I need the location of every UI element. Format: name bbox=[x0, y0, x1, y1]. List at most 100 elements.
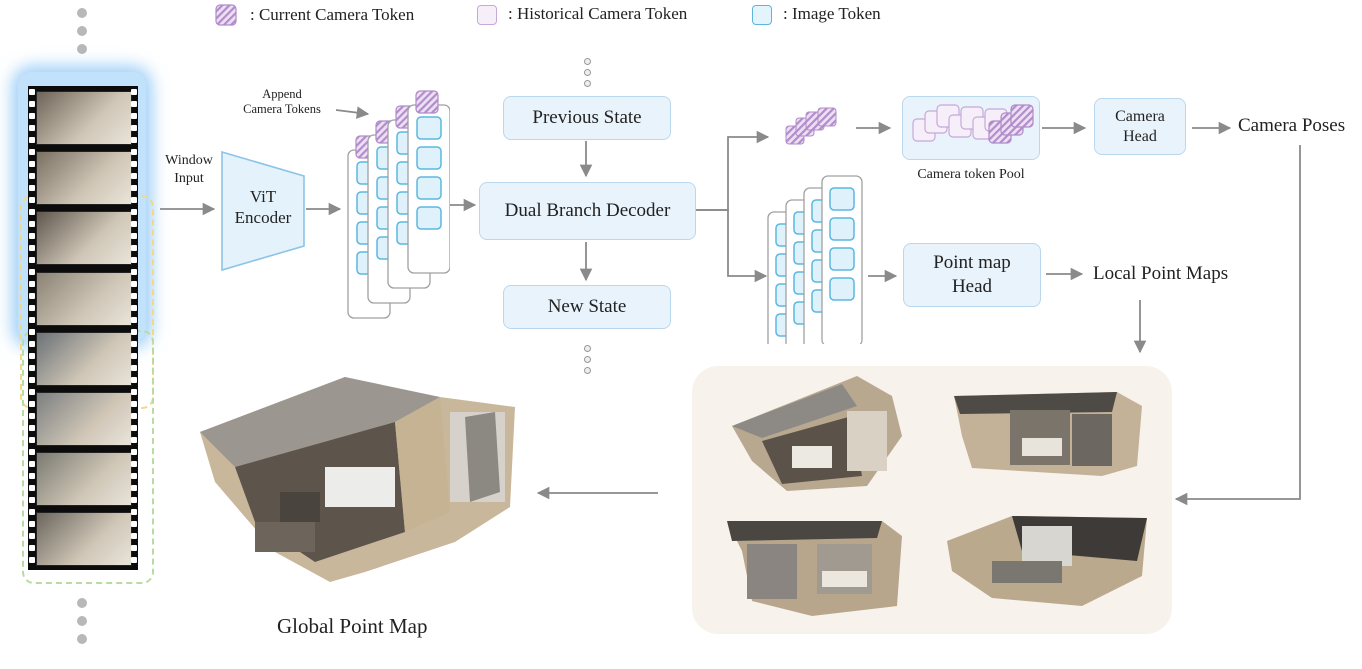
film-sprocket-hole bbox=[29, 197, 35, 203]
vit-label-line2: Encoder bbox=[234, 208, 292, 227]
film-sprocket-hole bbox=[29, 341, 35, 347]
film-sprocket-hole bbox=[131, 185, 137, 191]
local-point-maps-label: Local Point Maps bbox=[1093, 263, 1229, 284]
token-stack-decoder bbox=[767, 175, 863, 344]
append-line2: Camera Tokens bbox=[243, 102, 321, 116]
film-sprocket-hole bbox=[131, 305, 137, 311]
film-sprocket-hole bbox=[29, 461, 35, 467]
film-sprocket-hole bbox=[29, 221, 35, 227]
film-sprocket-hole bbox=[29, 497, 35, 503]
film-sprocket-hole bbox=[131, 485, 137, 491]
film-sprocket-hole bbox=[29, 173, 35, 179]
film-sprocket-hole bbox=[131, 209, 137, 215]
ellipsis-dot bbox=[77, 26, 87, 36]
window-input-label: Window Input bbox=[160, 152, 218, 188]
camera-head-line1: Camera bbox=[1115, 107, 1165, 125]
ellipsis-dot bbox=[584, 345, 591, 352]
new-state-box: New State bbox=[503, 285, 671, 329]
film-sprocket-hole bbox=[131, 221, 137, 227]
camera-head-line2: Head bbox=[1123, 127, 1157, 145]
film-sprocket-hole bbox=[29, 329, 35, 335]
ellipsis-dot bbox=[584, 69, 591, 76]
video-film-strip bbox=[28, 86, 138, 570]
film-sprocket-hole bbox=[131, 425, 137, 431]
film-sprocket-hole bbox=[29, 437, 35, 443]
film-sprocket-hole bbox=[131, 89, 137, 95]
film-sprocket-hole bbox=[29, 485, 35, 491]
film-sprocket-hole bbox=[29, 401, 35, 407]
film-sprocket-hole bbox=[131, 533, 137, 539]
point-map-head-line2: Head bbox=[951, 276, 993, 297]
film-sprocket-hole bbox=[131, 161, 137, 167]
film-sprocket-hole bbox=[131, 353, 137, 359]
ellipsis-dot bbox=[584, 356, 591, 363]
image-token bbox=[829, 247, 855, 271]
film-sprocket-hole bbox=[131, 245, 137, 251]
film-sprocket-hole bbox=[29, 125, 35, 131]
film-sprocket-hole bbox=[131, 545, 137, 551]
film-sprocket-hole bbox=[131, 113, 137, 119]
film-sprocket-hole bbox=[29, 161, 35, 167]
film-sprocket-hole bbox=[29, 473, 35, 479]
local-point-maps-panel bbox=[692, 366, 1172, 634]
film-sprocket-hole bbox=[131, 269, 137, 275]
ellipsis-dot bbox=[77, 8, 87, 18]
camera-token-pool-box bbox=[902, 96, 1040, 160]
video-frame bbox=[36, 91, 132, 145]
film-sprocket-hole bbox=[29, 245, 35, 251]
film-sprocket-hole bbox=[29, 557, 35, 563]
camera-token-pool-tokens bbox=[912, 104, 1034, 144]
local-point-map-4 bbox=[947, 516, 1147, 606]
film-sprocket-hole bbox=[131, 173, 137, 179]
image-token-swatch bbox=[752, 5, 772, 25]
vit-encoder-label: ViT Encoder bbox=[224, 186, 302, 228]
camera-head-box: Camera Head bbox=[1094, 98, 1186, 155]
film-sprocket-hole bbox=[29, 377, 35, 383]
legend-image-token-label: : Image Token bbox=[783, 4, 881, 23]
local-point-map-3 bbox=[727, 521, 902, 616]
image-token bbox=[829, 217, 855, 241]
local-point-map-2 bbox=[954, 392, 1142, 476]
vit-encoder-shape bbox=[221, 150, 305, 272]
film-sprocket-hole bbox=[29, 89, 35, 95]
film-sprocket-hole bbox=[131, 197, 137, 203]
camera-token bbox=[415, 90, 439, 114]
film-sprocket-hole bbox=[29, 365, 35, 371]
window-input-line2: Input bbox=[174, 171, 204, 186]
window-input-line1: Window bbox=[165, 153, 213, 168]
film-sprocket-hole bbox=[29, 413, 35, 419]
legend-current-camera-label: : Current Camera Token bbox=[250, 5, 415, 24]
video-frame bbox=[36, 211, 132, 266]
film-sprocket-hole bbox=[131, 101, 137, 107]
film-sprocket-hole bbox=[29, 269, 35, 275]
video-frame bbox=[36, 392, 132, 446]
camera-token-pool-label: Camera token Pool bbox=[917, 167, 1025, 182]
image-token bbox=[829, 187, 855, 211]
image-token bbox=[416, 146, 442, 170]
point-map-head-box: Point map Head bbox=[903, 243, 1041, 307]
film-sprocket-hole bbox=[131, 329, 137, 335]
film-sprocket-hole bbox=[29, 293, 35, 299]
film-sprocket-hole bbox=[131, 377, 137, 383]
image-token bbox=[416, 116, 442, 140]
film-sprocket-hole bbox=[131, 401, 137, 407]
film-sprocket-hole bbox=[131, 281, 137, 287]
film-sprocket-hole bbox=[131, 557, 137, 563]
ellipsis-dot bbox=[584, 58, 591, 65]
film-sprocket-hole bbox=[131, 437, 137, 443]
film-sprocket-hole bbox=[131, 233, 137, 239]
append-camera-tokens-label: Append Camera Tokens bbox=[232, 87, 332, 117]
camera-poses-label: Camera Poses bbox=[1238, 115, 1346, 136]
video-frame bbox=[36, 271, 132, 326]
film-sprocket-hole bbox=[29, 425, 35, 431]
film-sprocket-hole bbox=[131, 149, 137, 155]
film-sprocket-hole bbox=[131, 389, 137, 395]
film-sprocket-hole bbox=[29, 317, 35, 323]
film-sprocket-hole bbox=[29, 101, 35, 107]
ellipsis-dot bbox=[584, 367, 591, 374]
film-sprocket-hole bbox=[29, 305, 35, 311]
film-sprocket-hole bbox=[29, 521, 35, 527]
camera-token bbox=[817, 107, 837, 127]
film-sprocket-hole bbox=[29, 545, 35, 551]
film-sprocket-hole bbox=[29, 509, 35, 515]
